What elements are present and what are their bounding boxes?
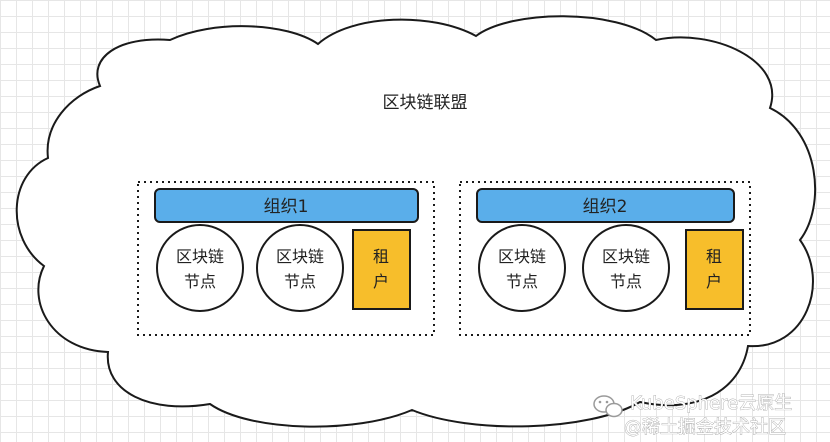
org-2-node-2-label-line2: 节点 — [610, 272, 642, 291]
org-2-tenant-label-line1: 租 — [706, 247, 722, 266]
org-2-label: 组织2 — [583, 197, 628, 217]
org-1-label: 组织1 — [264, 197, 309, 217]
org-2-node-1-label-line2: 节点 — [506, 272, 538, 291]
org-1-tenant-label-line2: 户 — [373, 272, 389, 291]
org-1-node-1-label-line1: 区块链 — [176, 247, 224, 266]
watermark-line1: KubeSphere云原生 — [630, 393, 792, 414]
org-2-tenant-label-line2: 户 — [706, 272, 722, 291]
org-1-node-2-label-line1: 区块链 — [276, 247, 324, 266]
wechat-logo-icon — [593, 395, 623, 418]
org-1-node-2-label-line2: 节点 — [284, 272, 316, 291]
org-1-tenant — [352, 229, 411, 310]
org-2-bar — [476, 188, 735, 223]
org-2-node-1-label-line1: 区块链 — [498, 247, 546, 266]
watermark: KubeSphere云原生 @稀土掘金技术社区 — [593, 393, 793, 438]
org-2-node-1 — [478, 224, 566, 312]
org-1-bar — [154, 188, 419, 223]
alliance-title: 区块链联盟 — [383, 93, 468, 113]
org-1-tenant-label-line1: 租 — [373, 247, 389, 266]
org-2-node-2 — [582, 224, 670, 312]
org-1-node-1-label-line2: 节点 — [184, 272, 216, 291]
org-2-tenant — [685, 229, 744, 310]
org-2-node-2-label-line1: 区块链 — [602, 247, 650, 266]
organization-2: 组织2 区块链 节点 区块链 节点 租 户 — [459, 181, 751, 336]
organization-1: 组织1 区块链 节点 区块链 节点 租 户 — [137, 181, 435, 336]
watermark-line2: @稀土掘金技术社区 — [624, 417, 786, 438]
org-1-boundary — [137, 181, 435, 336]
org-1-node-2 — [256, 224, 344, 312]
org-2-boundary — [459, 181, 751, 336]
org-1-node-1 — [156, 224, 244, 312]
